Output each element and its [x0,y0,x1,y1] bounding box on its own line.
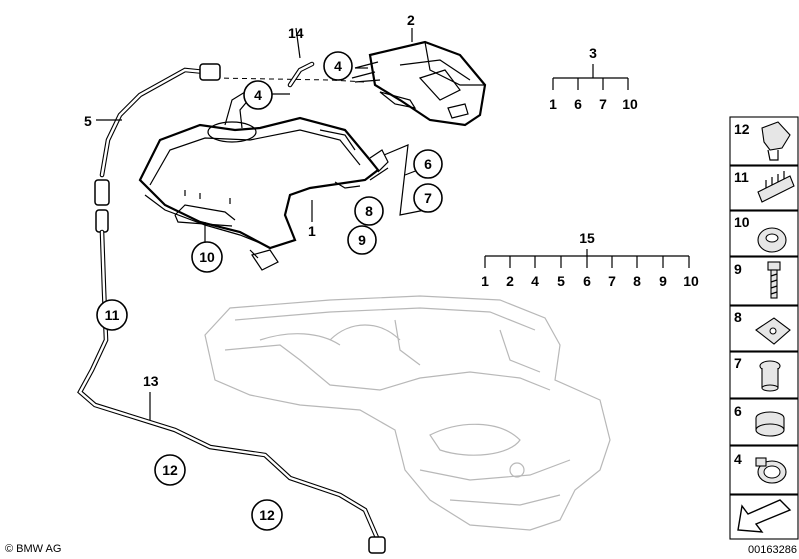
svg-text:7: 7 [734,355,742,371]
sidebar-item-8[interactable]: 8 [729,305,799,352]
callout-4-top[interactable]: 4 [323,51,353,81]
clip-icon [761,121,791,161]
group-15-label[interactable]: 15 [579,230,595,246]
svg-text:12: 12 [734,121,750,137]
svg-text:12: 12 [162,462,178,478]
sidebar-item-11[interactable]: 11 [729,165,799,211]
svg-text:8: 8 [365,203,373,219]
callout-8[interactable]: 8 [354,196,384,226]
group-15-item[interactable]: 5 [557,273,565,289]
group-15-item[interactable]: 1 [481,273,489,289]
callout-4-left[interactable]: 4 [243,80,273,110]
callout-12-lower-left[interactable]: 12 [154,454,186,486]
callout-11[interactable]: 11 [96,299,128,331]
group-15-item[interactable]: 7 [608,273,616,289]
cable-holder-icon [757,171,795,203]
svg-text:12: 12 [259,507,275,523]
svg-text:4: 4 [254,87,262,103]
svg-text:8: 8 [734,309,742,325]
callout-10[interactable]: 10 [191,241,223,273]
svg-text:4: 4 [734,451,742,467]
label-2[interactable]: 2 [407,12,415,28]
arrow-icon [737,499,792,533]
group-15-item[interactable]: 6 [583,273,591,289]
rubber-ring-icon [755,411,785,437]
sidebar-item-12[interactable]: 12 [729,116,799,166]
expansion-tank [138,91,389,271]
parts-sidebar: 12 11 10 9 [729,116,799,540]
sidebar-item-7[interactable]: 7 [729,351,799,399]
callout-9[interactable]: 9 [347,225,377,255]
group-15-item[interactable]: 8 [633,273,641,289]
label-5[interactable]: 5 [84,113,92,129]
sidebar-item-9[interactable]: 9 [729,256,799,306]
svg-text:10: 10 [199,249,215,265]
fuel-tank-ghost [204,295,611,531]
svg-text:© BMW AG: © BMW AG [5,543,61,555]
callout-12-bottom[interactable]: 12 [251,499,283,531]
grommet-icon [757,227,787,253]
callout-6[interactable]: 6 [413,149,443,179]
group-3-item[interactable]: 6 [574,96,582,112]
svg-text:6: 6 [734,403,742,419]
rubber-mount-icon [759,360,781,392]
svg-text:6: 6 [424,156,432,172]
image-number: 00163286 [748,544,797,556]
group-15-tree: 15 1 2 4 5 6 7 8 9 10 [481,230,699,289]
group-15-item[interactable]: 4 [531,273,539,289]
sidebar-item-10[interactable]: 10 [729,210,799,257]
hose-clamp-icon [755,457,787,484]
svg-text:9: 9 [734,261,742,277]
label-13[interactable]: 13 [143,373,159,389]
svg-text:11: 11 [734,169,749,185]
callout-7[interactable]: 7 [413,183,443,213]
svg-text:10: 10 [734,214,750,230]
svg-text:7: 7 [424,190,432,206]
label-14[interactable]: 14 [288,25,304,41]
group-3-item[interactable]: 10 [622,96,638,112]
copyright-notice: © BMW AG [5,543,61,555]
fuel-lines [77,63,386,554]
svg-text:4: 4 [334,58,342,74]
group-3-tree: 3 1 6 7 10 [549,45,638,112]
svg-text:9: 9 [358,232,366,248]
group-15-item[interactable]: 2 [506,273,514,289]
sidebar-item-6[interactable]: 6 [729,398,799,446]
canister [351,40,487,127]
group-3-label[interactable]: 3 [589,45,597,61]
group-3-item[interactable]: 1 [549,96,557,112]
label-1[interactable]: 1 [308,223,316,239]
group-3-item[interactable]: 7 [599,96,607,112]
sidebar-item-4[interactable]: 4 [729,445,799,495]
screw-icon [767,261,781,299]
sidebar-nav-button[interactable] [729,494,799,540]
group-15-item[interactable]: 9 [659,273,667,289]
spring-nut-icon [755,317,791,345]
group-15-item[interactable]: 10 [683,273,699,289]
svg-text:11: 11 [105,307,120,323]
